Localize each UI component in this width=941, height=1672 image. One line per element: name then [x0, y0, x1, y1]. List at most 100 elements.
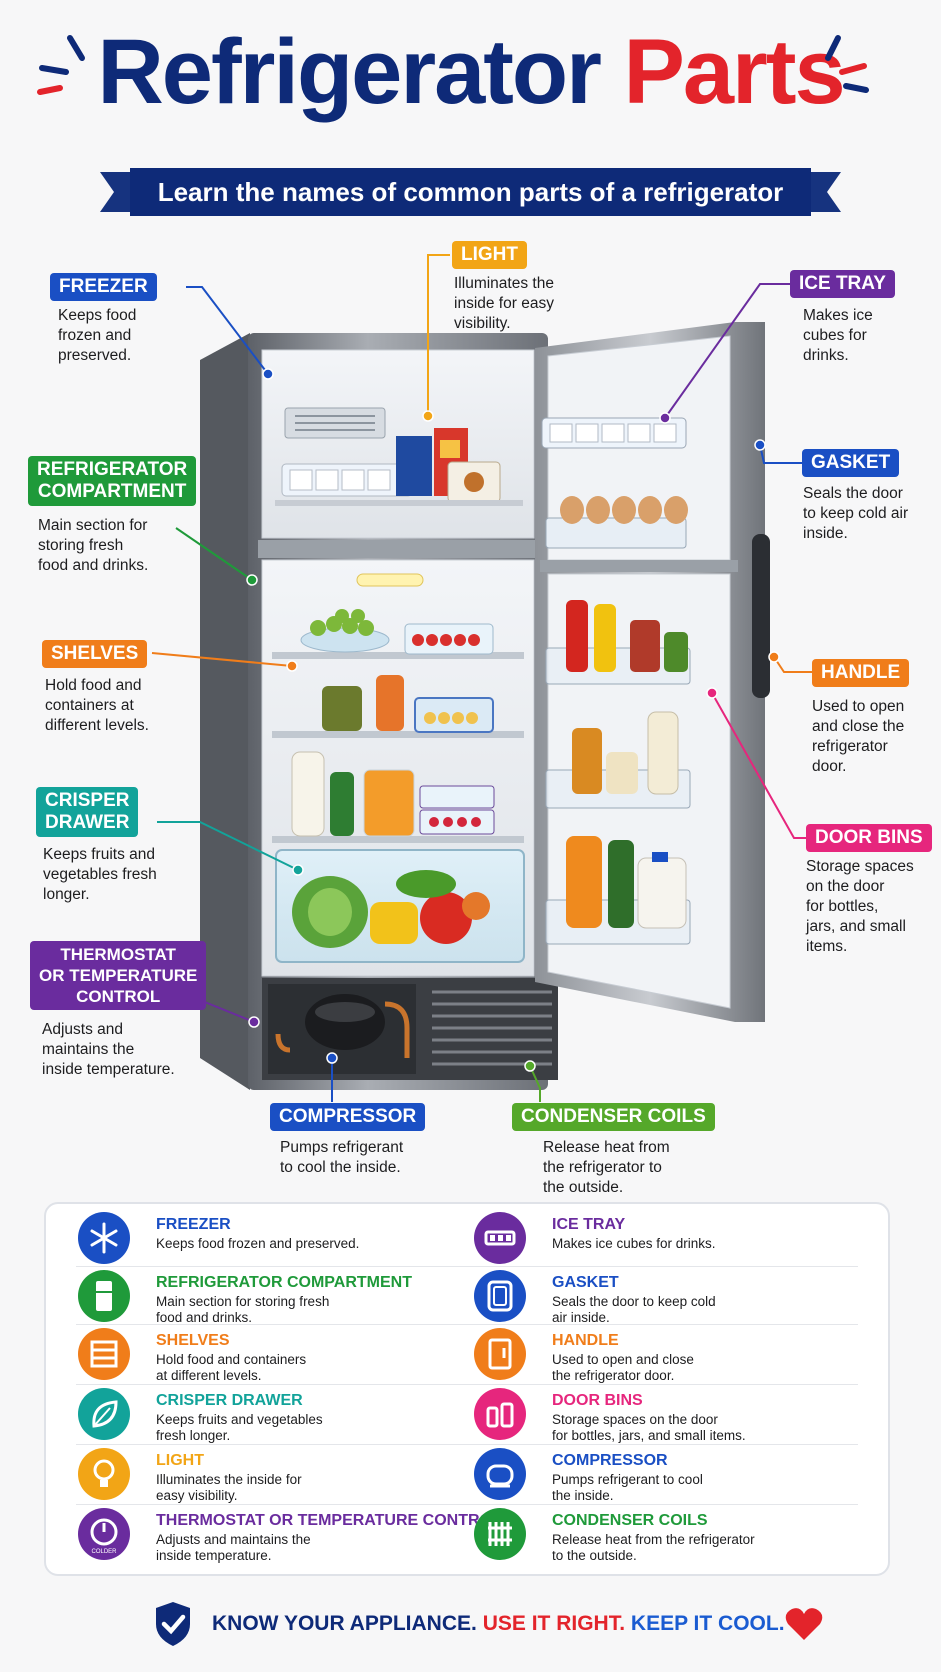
legend-icon-badge: [78, 1212, 130, 1264]
subtitle: Learn the names of common parts of a ref…: [157, 177, 784, 207]
legend-item-desc: Pumps refrigerant to cool the inside.: [552, 1472, 703, 1503]
legend-item-condenser-coils: CONDENSER COILS Release heat from the ref…: [442, 1504, 832, 1563]
legend-item-desc: Makes ice cubes for drinks.: [552, 1236, 716, 1251]
legend-item-name: HANDLE: [552, 1332, 619, 1349]
legend-item-desc: Keeps fruits and vegetables fresh longer…: [156, 1412, 323, 1443]
legend-item-ice-tray: ICE TRAY Makes ice cubes for drinks.: [442, 1208, 832, 1266]
legend-icon-badge: [474, 1270, 526, 1322]
legend-item-name: CRISPER DRAWER: [156, 1392, 303, 1409]
legend-item-refrigerator-compartment: REFRIGERATOR COMPARTMENT Main section for…: [46, 1266, 436, 1325]
legend-item-name: FREEZER: [156, 1216, 231, 1233]
legend-icon-badge: COLDER: [78, 1508, 130, 1560]
legend-item-name: SHELVES: [156, 1332, 230, 1349]
legend-item-desc: Hold food and containers at different le…: [156, 1352, 307, 1383]
dial-icon: COLDER: [90, 1518, 118, 1555]
callout-thermostat-label-line3: CONTROL: [76, 987, 161, 1006]
callout-fridge-label: REFRIGERATOR COMPARTMENT: [28, 456, 197, 506]
callout-ice-tray-desc: Makes ice cubes for drinks.: [803, 307, 873, 364]
burst-left-icon: [37, 35, 85, 95]
callout-freezer-desc: Keeps food frozen and preserved.: [58, 307, 137, 364]
legend-item-desc: Adjusts and maintains the inside tempera…: [156, 1532, 311, 1563]
legend-item-name: CONDENSER COILS: [552, 1512, 708, 1529]
legend-item-shelves: SHELVES Hold food and containers at diffe…: [46, 1324, 436, 1383]
page-title: Refrigerator Parts: [0, 22, 941, 122]
heart-icon: [785, 1608, 823, 1640]
bottles-icon: [486, 1402, 514, 1428]
callout-thermostat-label-line1: THERMOSTAT: [60, 945, 176, 964]
machine-compartment: [262, 978, 558, 1080]
title-part-1: Refrigerator: [97, 21, 602, 123]
callout-fridge-label-line1: REFRIGERATOR: [37, 459, 188, 480]
callout-compressor-desc: Pumps refrigerant to cool the inside.: [280, 1139, 404, 1176]
callout-thermostat-label-line2: OR TEMPERATURE: [39, 966, 198, 985]
svg-text:COLDER: COLDER: [91, 1549, 117, 1555]
callout-thermostat-label: THERMOSTAT OR TEMPERATURE CONTROL: [30, 941, 207, 1010]
callout-handle-label: HANDLE: [812, 659, 910, 687]
shelves-icon: [90, 1340, 118, 1368]
callout-fridge-desc: Main section for storing fresh food and …: [38, 517, 149, 574]
leader-dots: [246, 368, 780, 1072]
callout-condenser-label: CONDENSER COILS: [512, 1103, 715, 1131]
refrigerator-illustration: [151, 254, 812, 1102]
legend-icon-badge: [78, 1270, 130, 1322]
callout-shelves-desc: Hold food and containers at different le…: [45, 677, 149, 734]
callout-gasket-label: GASKET: [802, 449, 900, 477]
legend-item-name: DOOR BINS: [552, 1392, 643, 1409]
open-doors: [535, 322, 770, 1022]
legend-icon-badge: [78, 1388, 130, 1440]
coils-icon: [488, 1522, 512, 1546]
gasket-icon: [487, 1280, 513, 1312]
legend-icon-badge: [78, 1448, 130, 1500]
title-part-2: Parts: [623, 21, 846, 123]
handle-icon: [488, 1338, 512, 1370]
callout-crisper-desc: Keeps fruits and vegetables fresh longer…: [43, 846, 157, 903]
footer-tagline: KNOW YOUR APPLIANCE. USE IT RIGHT. KEEP …: [212, 1612, 785, 1636]
compressor-icon: [486, 1464, 514, 1488]
snowflake-icon: [90, 1222, 118, 1254]
legend-item-desc: Release heat from the refrigerator to th…: [552, 1532, 755, 1563]
fridge-icon: [96, 1281, 112, 1311]
shelves: [272, 652, 524, 843]
callout-crisper-label: CRISPER DRAWER: [36, 787, 139, 837]
legend-item-desc: Illuminates the inside for easy visibili…: [156, 1472, 302, 1503]
legend-item-name: LIGHT: [156, 1452, 204, 1469]
cabinet: [200, 333, 548, 1090]
callout-light-label: LIGHT: [452, 241, 527, 269]
legend-item-name: GASKET: [552, 1274, 619, 1291]
subtitle-ribbon: [100, 168, 841, 216]
legend-item-desc: Keeps food frozen and preserved.: [156, 1236, 360, 1251]
legend-item-desc: Seals the door to keep cold air inside.: [552, 1294, 716, 1325]
legend-item-crisper-drawer: CRISPER DRAWER Keeps fruits and vegetable…: [46, 1384, 436, 1443]
callout-gasket-desc: Seals the door to keep cold air inside.: [803, 485, 909, 542]
callout-shelves-label: SHELVES: [42, 640, 148, 668]
callout-ice-tray-label: ICE TRAY: [790, 270, 895, 298]
shelf-food: [291, 609, 495, 837]
lightbulb-icon: [93, 1459, 115, 1487]
legend-item-compressor: COMPRESSOR Pumps refrigerant to cool the …: [442, 1444, 832, 1503]
legend-item-desc: Main section for storing fresh food and …: [156, 1294, 330, 1325]
callout-freezer-label: FREEZER: [50, 273, 157, 301]
legend-item-name: ICE TRAY: [552, 1216, 626, 1233]
leaf-icon: [92, 1400, 118, 1428]
crisper-drawer: [275, 849, 525, 963]
legend-icon-badge: [78, 1328, 130, 1380]
footer-part-2: USE IT RIGHT.: [482, 1612, 626, 1635]
legend-icon-badge: [474, 1328, 526, 1380]
legend-icon-badge: [474, 1212, 526, 1264]
callout-light-desc: Illuminates the inside for easy visibili…: [454, 275, 554, 332]
handle: [752, 534, 770, 698]
callout-door-bins-desc: Storage spaces on the door for bottles, …: [806, 858, 914, 955]
legend-icon-badge: [474, 1448, 526, 1500]
legend-item-name: COMPRESSOR: [552, 1452, 668, 1469]
legend-item-name: REFRIGERATOR COMPARTMENT: [156, 1274, 412, 1291]
callout-compressor-label: COMPRESSOR: [270, 1103, 426, 1131]
callout-thermostat-desc: Adjusts and maintains the inside tempera…: [42, 1021, 175, 1078]
interior-light: [356, 573, 424, 587]
legend-item-freezer: FREEZER Keeps food frozen and preserved.: [46, 1208, 436, 1266]
callout-condenser-desc: Release heat from the refrigerator to th…: [543, 1139, 670, 1196]
footer-part-1: KNOW YOUR APPLIANCE.: [212, 1612, 477, 1635]
